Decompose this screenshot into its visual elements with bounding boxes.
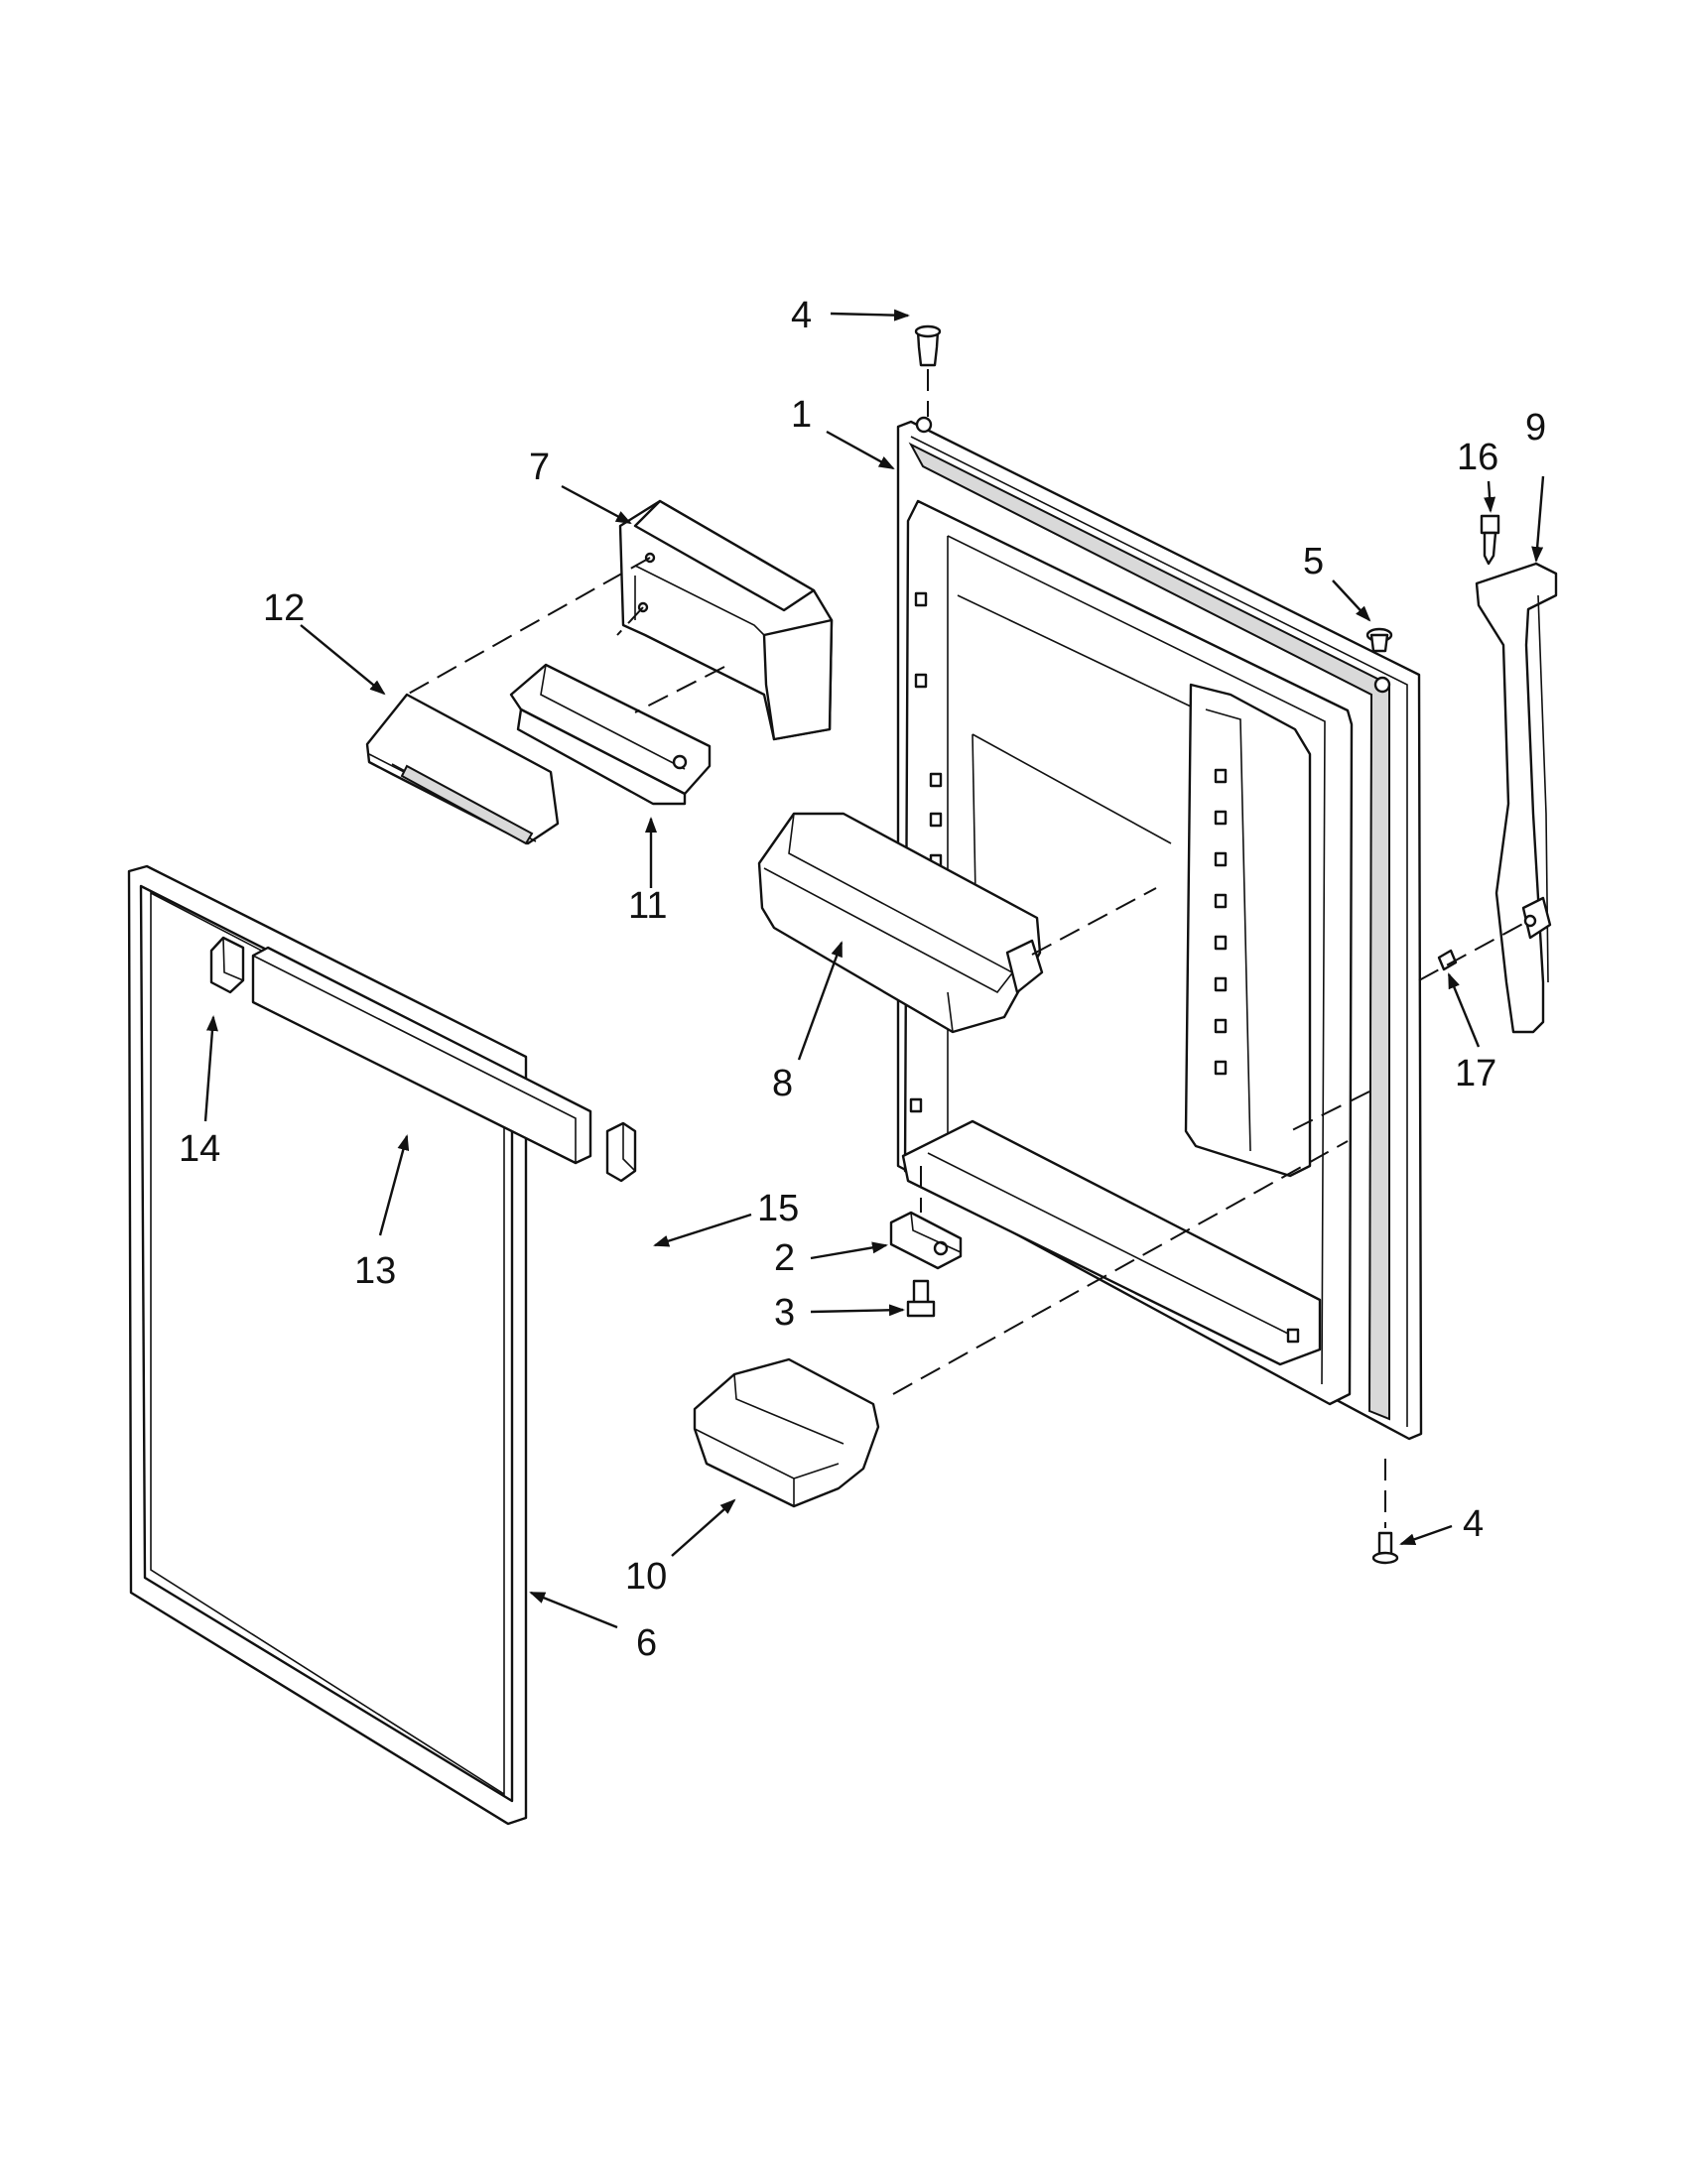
callout-trim-bar: 13 — [354, 1250, 396, 1292]
hinge-bracket — [889, 1211, 963, 1270]
callout-bottom-hinge-pin: 4 — [1463, 1503, 1484, 1545]
trim-end-cap-left — [209, 936, 245, 994]
door-gasket — [127, 864, 528, 1826]
bottom-hinge-pin — [1371, 1531, 1399, 1565]
top-hinge-pin — [914, 324, 942, 367]
door-stop-plug — [1365, 627, 1393, 653]
callout-handle-screw: 16 — [1457, 437, 1498, 478]
callout-handle: 9 — [1525, 407, 1546, 449]
shelf-support-bumps — [909, 591, 1300, 1344]
callout-dairy-door-cover: 12 — [263, 587, 305, 629]
callout-hinge-screw: 3 — [774, 1292, 795, 1334]
callout-dairy-door-housing: 7 — [529, 447, 550, 488]
callout-handle-mount-screw: 17 — [1455, 1053, 1496, 1094]
callout-trim-end-cap-left: 14 — [179, 1128, 220, 1170]
hinge-screw — [906, 1279, 936, 1318]
door-shelf-bin-large — [757, 812, 1044, 1034]
handle-mount-screw — [1437, 949, 1458, 971]
trim-bar — [251, 946, 592, 1165]
callout-door-shelf-bin-large: 8 — [772, 1063, 793, 1104]
assembly-lines — [406, 369, 1529, 1528]
callout-door-stop-plug: 5 — [1303, 541, 1324, 582]
handle-screw-top — [1480, 514, 1500, 566]
door-handle — [1475, 562, 1558, 1034]
callout-dairy-bin: 11 — [628, 885, 667, 927]
callout-trim-end-cap-right: 15 — [757, 1188, 799, 1229]
dairy-bin — [509, 663, 712, 806]
trim-end-cap-right — [605, 1121, 637, 1183]
callout-door-assembly: 1 — [791, 394, 812, 436]
leader-arrows — [203, 309, 1545, 1629]
dairy-door-housing — [618, 499, 834, 741]
callout-hinge-bracket: 2 — [774, 1237, 795, 1279]
callout-gasket: 6 — [636, 1622, 657, 1664]
callout-labels: 4 1 7 12 11 8 5 16 9 17 14 13 15 2 3 10 … — [179, 295, 1546, 1664]
door-shelf-bin-small — [693, 1357, 880, 1508]
callout-door-top-hinge-pin: 4 — [791, 295, 812, 336]
door-assembly — [896, 416, 1423, 1441]
callout-door-shelf-bin-small: 10 — [625, 1556, 667, 1598]
dairy-door-cover — [365, 693, 560, 845]
